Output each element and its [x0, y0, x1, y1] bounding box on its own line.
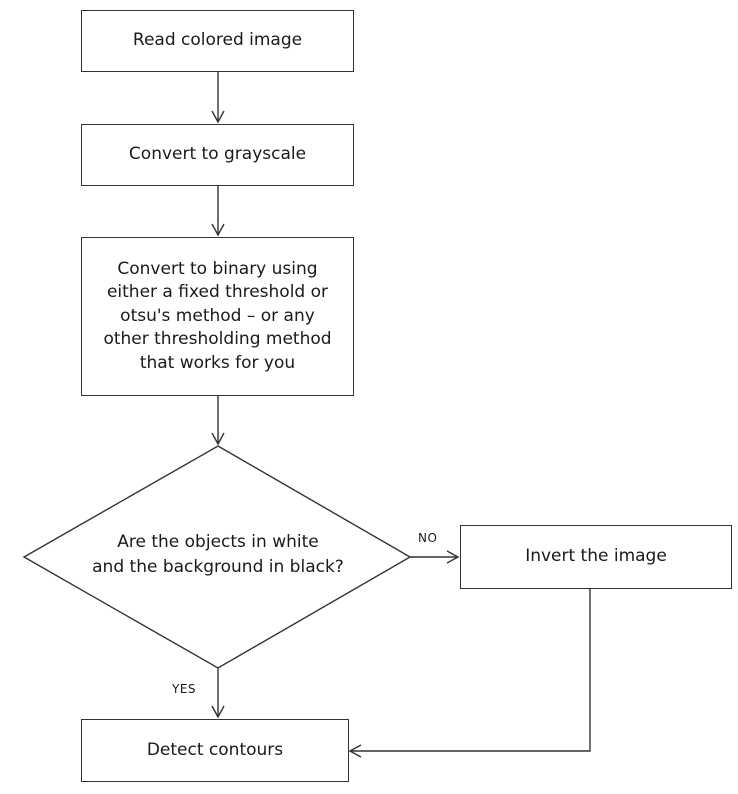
- decision-label: Are the objects in white and the backgro…: [92, 532, 344, 577]
- binary-label: Convert to binary using either a fixed t…: [103, 258, 332, 373]
- grayscale-label: Convert to grayscale: [128, 144, 307, 165]
- yes-edge-label: YES: [172, 682, 197, 696]
- grayscale-box: Convert to grayscale: [81, 124, 354, 186]
- arrow-invert-to-contours: [348, 589, 591, 758]
- invert-label: Invert the image: [525, 546, 667, 567]
- contours-label: Detect contours: [146, 739, 284, 760]
- contours-box: Detect contours: [81, 719, 349, 782]
- invert-box: Invert the image: [460, 525, 732, 589]
- read-image-box: Read colored image: [81, 10, 354, 72]
- binary-box: Convert to binary using either a fixed t…: [81, 237, 354, 396]
- no-edge-label: NO: [418, 531, 438, 545]
- read-image-label: Read colored image: [132, 30, 303, 51]
